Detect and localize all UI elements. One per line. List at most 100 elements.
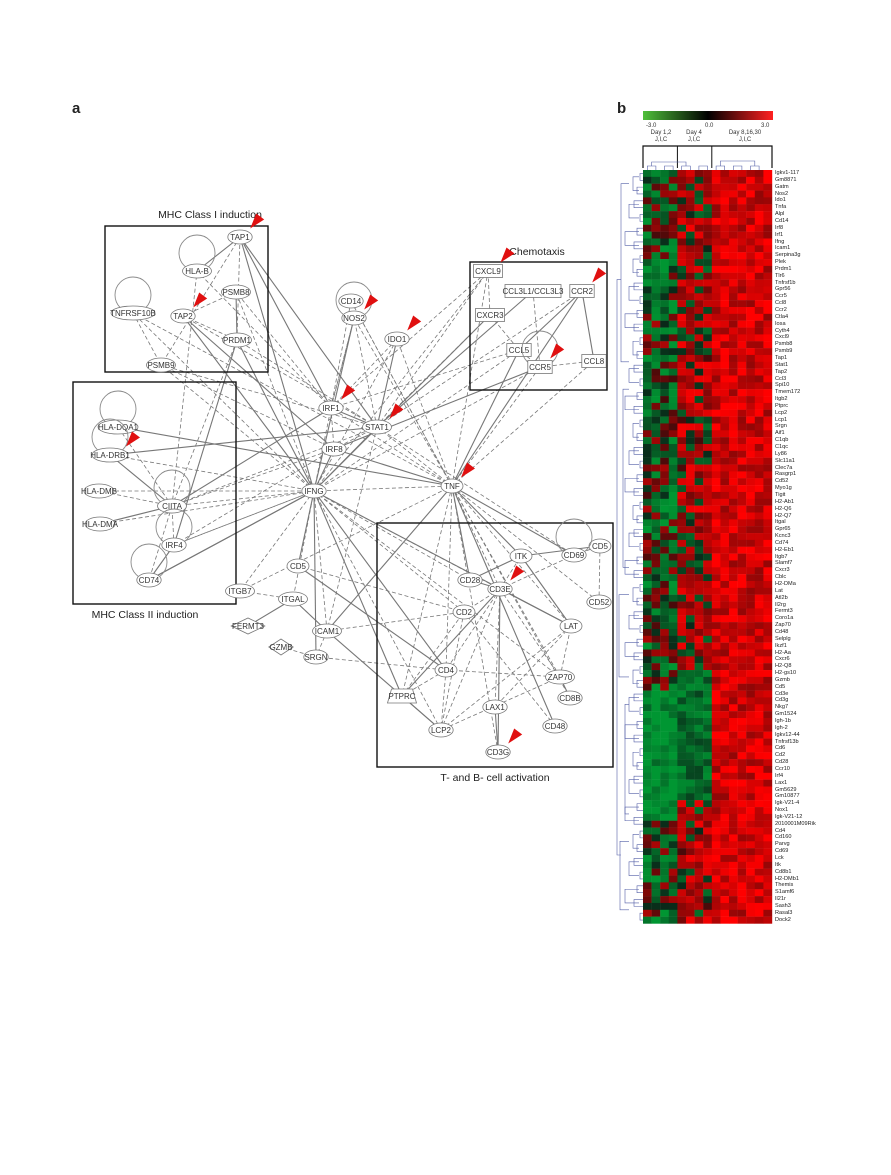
- heatmap-cell: [711, 690, 721, 698]
- heatmap-cell: [660, 211, 669, 219]
- heatmap-cell: [660, 533, 669, 541]
- heatmap-cell: [660, 334, 669, 342]
- heatmap-cell: [763, 512, 773, 520]
- heatmap-cell: [694, 615, 704, 623]
- heatmap-cell: [703, 176, 712, 184]
- heatmap-cell: [763, 765, 773, 773]
- heatmap-cell: [703, 896, 712, 904]
- heatmap-cell: [686, 539, 695, 547]
- node-label: HLA-DMB: [81, 487, 117, 496]
- heatmap-cell: [643, 491, 652, 499]
- heatmap-cell: [651, 402, 661, 410]
- node-label: CD14: [341, 297, 362, 306]
- heatmap-cell: [711, 745, 721, 753]
- heatmap-cell: [729, 457, 738, 465]
- heatmap-cell: [651, 587, 661, 595]
- heatmap-cell: [677, 512, 687, 520]
- network-node-zap70: ZAP70: [545, 669, 575, 685]
- network-edge: [313, 490, 501, 590]
- heatmap-cell: [643, 245, 652, 253]
- heatmap-cell: [677, 450, 687, 458]
- heatmap-cell: [660, 820, 669, 828]
- heatmap-cell: [668, 704, 678, 712]
- node-label: TNFRSF10B: [110, 309, 156, 318]
- heatmap-cell: [754, 848, 764, 856]
- heatmap-cell: [686, 676, 695, 684]
- heatmap-cell: [763, 574, 773, 582]
- gene-label: Coro1a: [775, 615, 794, 622]
- heatmap-cell: [643, 272, 652, 280]
- heatmap-cell: [754, 608, 764, 616]
- heatmap-cell: [668, 594, 678, 602]
- heatmap-cell: [651, 478, 661, 486]
- heatmap-cell: [720, 170, 730, 178]
- heatmap-cell: [711, 341, 721, 349]
- network-edge: [297, 565, 447, 671]
- heatmap-cell: [677, 190, 687, 198]
- heatmap-cell: [651, 765, 661, 773]
- heatmap-cell: [694, 430, 704, 438]
- heatmap-cell: [746, 848, 755, 856]
- node-label: CD5: [592, 542, 609, 551]
- heatmap-cell: [754, 313, 764, 321]
- heatmap-cell: [694, 437, 704, 445]
- heatmap-cell: [729, 498, 738, 506]
- heatmap-cell: [737, 615, 747, 623]
- heatmap-cell: [746, 704, 755, 712]
- heatmap-cell: [651, 533, 661, 541]
- heatmap-cell: [711, 348, 721, 356]
- heatmap-cell: [643, 560, 652, 568]
- gene-label: S1amf6: [775, 889, 795, 896]
- heatmap-cell: [754, 724, 764, 732]
- heatmap-cell: [651, 841, 661, 849]
- heatmap-cell: [651, 772, 661, 780]
- heatmap-cell: [763, 622, 773, 630]
- heatmap-cell: [694, 272, 704, 280]
- heatmap-cell: [694, 868, 704, 876]
- heatmap-cell: [651, 197, 661, 205]
- heatmap-cell: [729, 320, 738, 328]
- heatmap-cell: [763, 197, 773, 205]
- heatmap-cell: [720, 368, 730, 376]
- heatmap-cell: [763, 841, 773, 849]
- heatmap-cell: [651, 313, 661, 321]
- node-label: ITGAL: [281, 595, 305, 604]
- heatmap-cell: [763, 176, 773, 184]
- gene-label: H2-DMb1: [775, 875, 799, 882]
- upregulated-marker-icon: [461, 462, 475, 478]
- heatmap-cell: [703, 772, 712, 780]
- heatmap-cell: [694, 204, 704, 212]
- heatmap-cell: [677, 382, 687, 390]
- network-edge: [315, 630, 328, 658]
- heatmap-cell: [711, 581, 721, 589]
- heatmap-cell: [668, 265, 678, 273]
- heatmap-cell: [668, 635, 678, 643]
- heatmap-cell: [763, 848, 773, 856]
- heatmap-cell: [686, 738, 695, 746]
- node-label: HLA-DMA: [82, 520, 119, 529]
- heatmap-cell: [668, 759, 678, 767]
- heatmap-cell: [729, 738, 738, 746]
- network-node-cd28: CD28: [457, 572, 483, 588]
- node-label: ICAM1: [315, 627, 340, 636]
- heatmap-cell: [711, 293, 721, 301]
- heatmap-cell: [703, 464, 712, 472]
- heatmap-cell: [737, 539, 747, 547]
- heatmap-cell: [754, 718, 764, 726]
- heatmap-cell: [660, 293, 669, 301]
- heatmap-cell: [720, 574, 730, 582]
- heatmap-cell: [720, 498, 730, 506]
- gene-label: Tnfa: [775, 204, 787, 211]
- heatmap-cell: [643, 423, 652, 431]
- heatmap-cell: [720, 224, 730, 232]
- network-node-cxcr3: CXCR3: [475, 308, 505, 322]
- heatmap-cell: [651, 724, 661, 732]
- heatmap-cell: [694, 444, 704, 452]
- gene-label: Tigit: [775, 491, 786, 498]
- heatmap-cell: [729, 245, 738, 253]
- heatmap-cell: [694, 697, 704, 705]
- heatmap-cell: [711, 437, 721, 445]
- heatmap-cell: [668, 450, 678, 458]
- heatmap-cell: [737, 300, 747, 308]
- heatmap-cell: [763, 594, 773, 602]
